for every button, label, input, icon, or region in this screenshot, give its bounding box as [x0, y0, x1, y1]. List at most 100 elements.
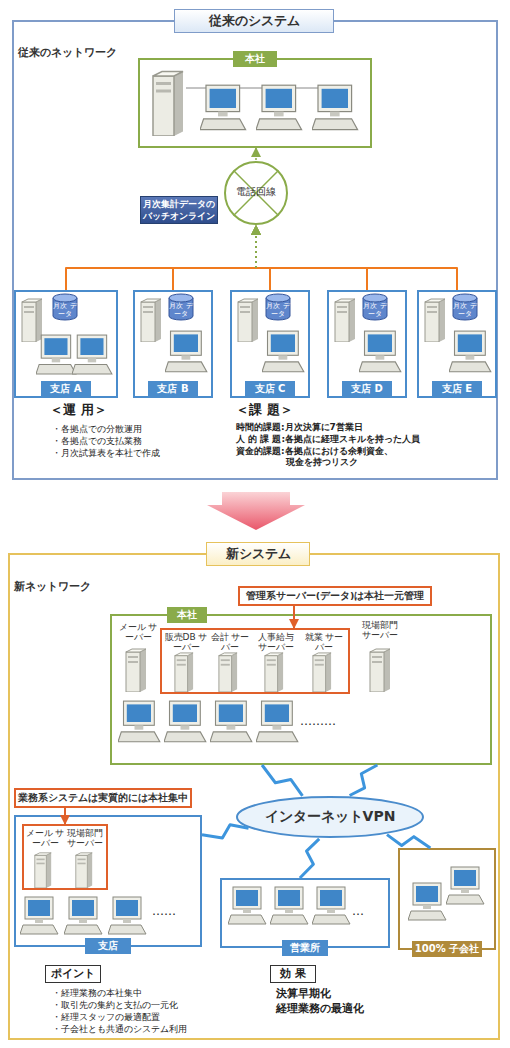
node-text: 月次 データ	[362, 302, 388, 318]
node-text: 新ネットワーク	[14, 580, 174, 593]
pc-icon	[210, 701, 252, 742]
server-icon	[126, 649, 146, 692]
note-text: ………	[300, 714, 336, 728]
sales-office-box: 営業所	[220, 878, 390, 948]
server-icon	[76, 853, 92, 888]
note-text: 人 的 課 題:各拠点に経理スキルを持った人員	[236, 434, 420, 445]
pc-icon	[446, 867, 484, 904]
note-text: ・各拠点での分散運用	[52, 424, 142, 435]
node-text: インターネットVPN	[235, 808, 425, 825]
node-text: 支店	[85, 938, 131, 954]
note-text: ・子会社とも共通のシステム利用	[52, 1024, 187, 1035]
database-cylinder: 月次 データ	[168, 293, 194, 321]
note-text: …	[352, 904, 364, 918]
connector	[65, 808, 66, 824]
connector-line	[202, 825, 249, 838]
pc-icon	[270, 887, 308, 924]
connector-line	[256, 268, 367, 290]
connector	[350, 765, 378, 795]
branch-box: 支店メール サーバー現場部門 サーバー	[14, 815, 202, 947]
connector-line	[350, 765, 378, 795]
branch-box: 支店 A月次 データ	[14, 290, 118, 398]
connector	[202, 825, 249, 838]
batch-label-box: 月次集計データの バッチオンライン	[140, 196, 218, 224]
cylinder-top	[266, 294, 290, 302]
office-box: 本社	[138, 58, 372, 148]
phone-line-circle: 電話回線	[223, 160, 289, 226]
branch-box: 支店 D 月次 データ	[327, 290, 407, 398]
server-icon	[313, 653, 331, 692]
branch-box: 支店 C 月次 データ	[230, 290, 310, 398]
server-icon	[425, 299, 445, 342]
node-text: メール サーバー	[25, 828, 65, 849]
cylinder-top	[363, 294, 387, 302]
pc-icon	[64, 897, 102, 934]
pc-icon	[72, 335, 112, 374]
note-text: 決算早期化	[276, 987, 331, 1000]
note-text: 資金的課題:各拠点における余剰資金、 現金を持つリスク	[236, 446, 404, 468]
node-text: 月次集計データの バッチオンライン	[141, 198, 217, 222]
note-text: ・経理スタッフの最適配置	[52, 1012, 160, 1023]
callout-box: 業務系システムは実質的には本社集中	[14, 788, 192, 808]
node-text: 電話回線	[223, 186, 289, 198]
pc-icon	[164, 701, 206, 742]
pc-icon	[312, 85, 358, 129]
database-cylinder: 月次 データ	[265, 293, 291, 321]
server-icon	[175, 653, 193, 692]
server-icon	[238, 299, 258, 342]
node-text: 管理系サーバー(データ)は本社一元管理	[240, 590, 430, 601]
node-text: ポイント	[46, 967, 100, 980]
subsidiary-box: 100% 子会社	[398, 848, 496, 950]
node-text: 業務系システムは実質的には本社集中	[16, 792, 190, 803]
node-text: 月次 データ	[265, 302, 291, 318]
connector-line	[256, 268, 270, 290]
server-icon	[335, 299, 355, 342]
node-text: 新システム	[206, 542, 310, 566]
node-text: 月次 データ	[52, 302, 78, 318]
pc-icon	[228, 887, 266, 924]
node-text: 従来のシステム	[174, 9, 334, 33]
server-group: 販売DB サーバー会計 サーバー人事給与 サーバー就業 サーバー	[160, 628, 350, 694]
office-box: 本社メール サーバー現場部門 サーバー販売DB サーバー会計 サーバー人事給与 …	[110, 614, 492, 765]
note-text: ・月次試算表を本社で作成	[52, 448, 160, 459]
connector	[256, 148, 257, 160]
pc-icon	[36, 335, 76, 374]
note-text: ……	[152, 904, 176, 918]
node-text: 人事給与 サーバー	[254, 632, 298, 653]
vpn-ellipse: インターネットVPN	[235, 795, 425, 839]
node-text: メール サーバー	[118, 622, 158, 643]
node-text: 支店 D	[342, 381, 392, 397]
node-text: 支店 C	[245, 381, 295, 397]
node-text: 月次 データ	[168, 302, 194, 318]
server-icon	[35, 853, 51, 888]
node-text: 効 果	[271, 967, 315, 980]
server-icon	[370, 649, 390, 692]
connector	[262, 765, 302, 796]
section-frame: 新システム新ネットワーク本社メール サーバー現場部門 サーバー販売DB サーバー…	[8, 553, 500, 1040]
pc-icon	[408, 883, 446, 920]
note-text: ＜課 題＞	[236, 402, 293, 418]
connector	[300, 839, 319, 878]
node-text: 就業 サーバー	[302, 632, 346, 653]
connector	[66, 226, 256, 290]
node-text: 販売DB サーバー	[164, 632, 208, 653]
pc-icon	[165, 331, 207, 372]
node-text: 営業所	[282, 940, 328, 956]
note-text: ・取引先の集約と支払の一元化	[52, 1000, 178, 1011]
connector	[256, 226, 367, 290]
connector-line	[64, 808, 66, 824]
note-text: ・経理業務の本社集中	[52, 988, 142, 999]
node-text: 会計 サーバー	[210, 632, 250, 653]
node-text: 支店 B	[148, 381, 198, 397]
note-text: 時間的課題:月次決算に7営業日	[236, 422, 363, 433]
connector-line	[255, 226, 257, 268]
database-cylinder: 月次 データ	[452, 293, 478, 321]
server-icon	[219, 653, 237, 692]
cylinder-top	[453, 294, 477, 302]
connector-line	[255, 226, 257, 268]
pc-icon	[449, 331, 491, 372]
note-text: 経理業務の最適化	[276, 1002, 364, 1015]
pc-icon	[312, 887, 350, 924]
